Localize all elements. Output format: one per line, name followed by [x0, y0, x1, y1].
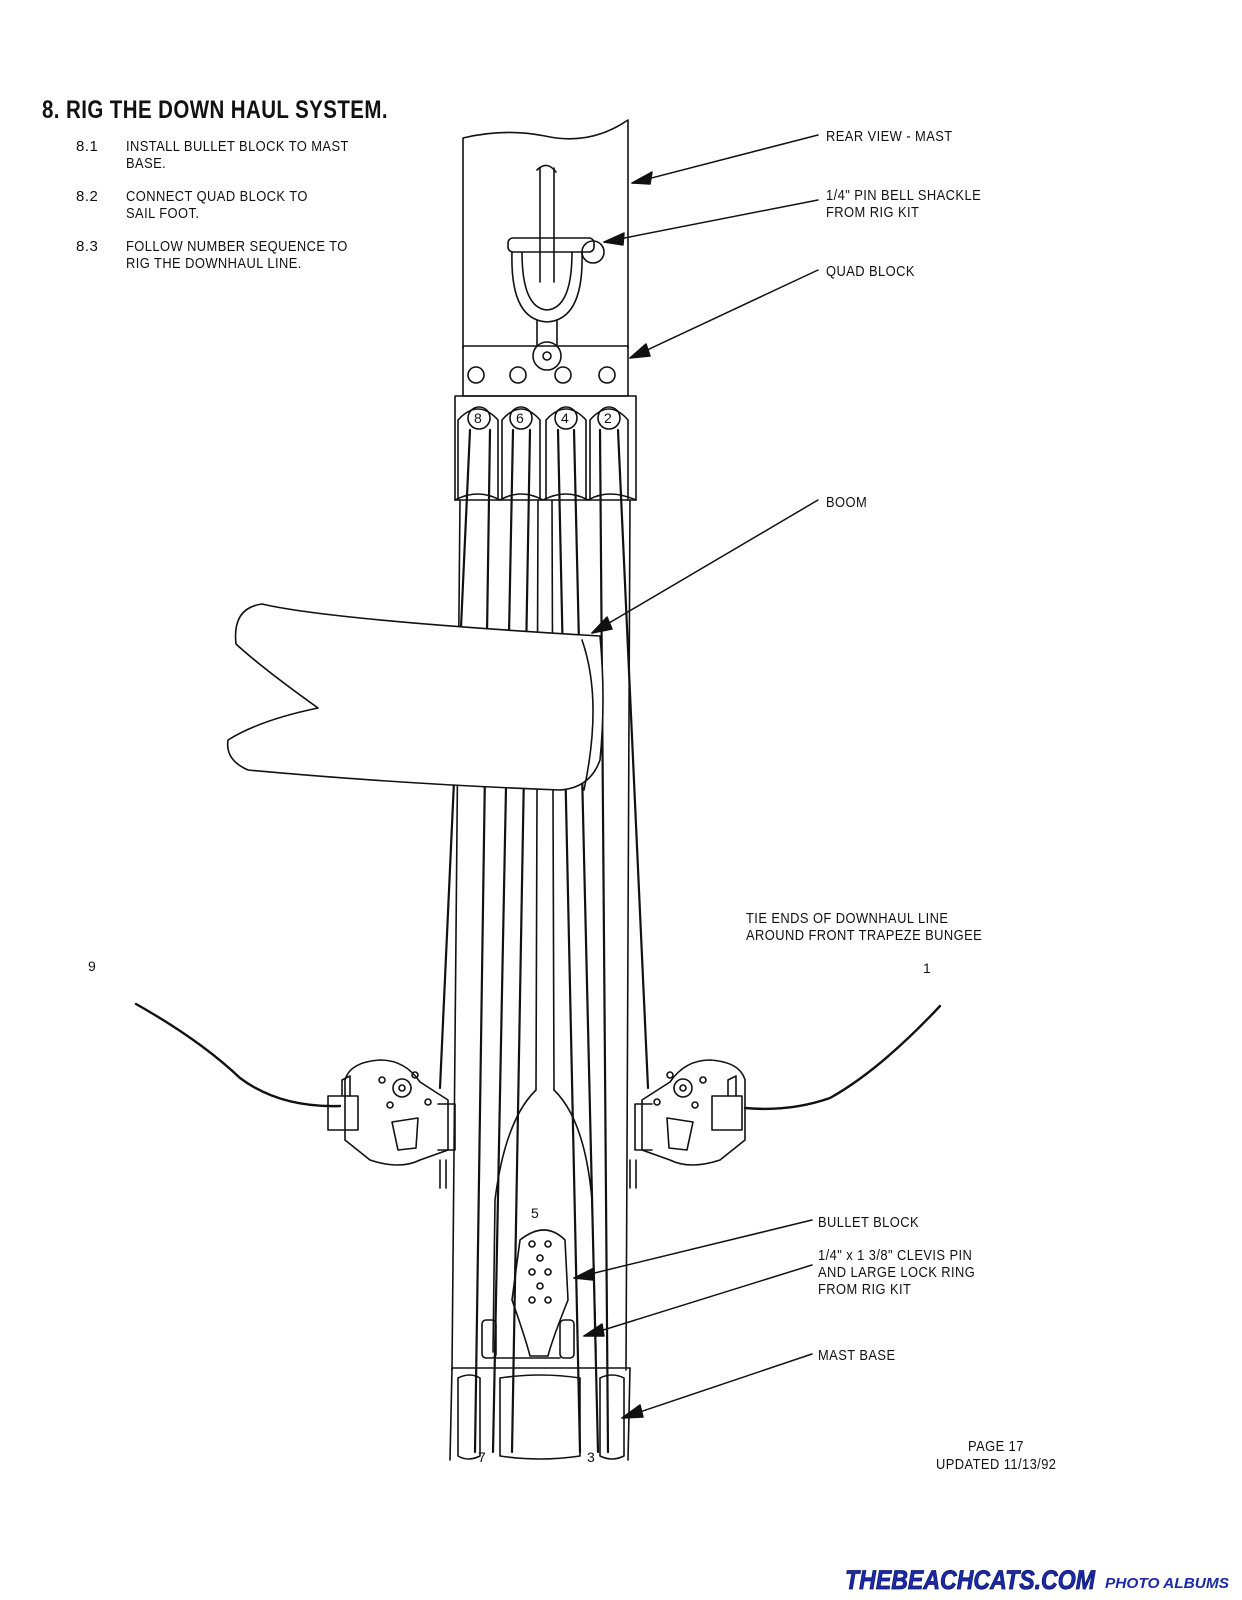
step-text: FOLLOW NUMBER SEQUENCE TO RIG THE DOWNHA…	[126, 238, 348, 272]
bullet-block	[481, 1229, 575, 1359]
sequence-number-3: 3	[587, 1449, 595, 1465]
pin-bell-shackle	[507, 237, 605, 371]
callout-rear-view: REAR VIEW - MAST	[826, 128, 953, 145]
page-heading: 8. RIG THE DOWN HAUL SYSTEM.	[42, 96, 388, 124]
watermark-section: PHOTO ALBUMS	[1105, 1575, 1229, 1592]
left-trapeze-fitting	[327, 1059, 456, 1189]
step-number: 8.2	[76, 188, 99, 205]
watermark-logo: THEBEACHCATS.COM PHOTO ALBUMS	[845, 1565, 1229, 1596]
step-text: INSTALL BULLET BLOCK TO MAST BASE.	[126, 138, 349, 172]
boom	[226, 603, 604, 791]
mast-upper	[462, 119, 629, 349]
callout-clevis-pin: 1/4" x 1 3/8" CLEVIS PIN AND LARGE LOCK …	[818, 1247, 976, 1298]
right-trapeze-fitting	[629, 1059, 746, 1189]
step-text: CONNECT QUAD BLOCK TO SAIL FOOT.	[126, 188, 308, 222]
page-number: PAGE 17	[968, 1438, 1024, 1455]
quad-block	[454, 345, 637, 501]
sequence-number-6: 6	[516, 410, 524, 426]
callout-mast-base: MAST BASE	[818, 1347, 896, 1364]
downhaul-lines	[438, 428, 650, 1454]
sequence-number-5: 5	[531, 1205, 539, 1221]
trapeze-bungee	[134, 1002, 942, 1111]
step-number: 8.1	[76, 138, 99, 155]
updated-date: UPDATED 11/13/92	[936, 1456, 1057, 1473]
callout-boom: BOOM	[826, 494, 868, 511]
sequence-number-1: 1	[923, 960, 931, 976]
leader-lines	[573, 134, 819, 1419]
watermark-site: THEBEACHCATS.COM	[845, 1565, 1095, 1595]
step-number: 8.3	[76, 238, 99, 255]
sequence-number-4: 4	[561, 410, 569, 426]
callout-bullet-block: BULLET BLOCK	[818, 1214, 920, 1231]
sequence-number-9: 9	[88, 958, 96, 974]
callout-quad-block: QUAD BLOCK	[826, 263, 915, 280]
callout-tie-ends: TIE ENDS OF DOWNHAUL LINE AROUND FRONT T…	[746, 910, 983, 944]
sequence-number-2: 2	[604, 410, 612, 426]
mast-base	[449, 1367, 631, 1461]
sequence-number-8: 8	[474, 410, 482, 426]
sequence-number-7: 7	[478, 1449, 486, 1465]
callout-pin-shackle: 1/4" PIN BELL SHACKLE FROM RIG KIT	[826, 187, 982, 221]
